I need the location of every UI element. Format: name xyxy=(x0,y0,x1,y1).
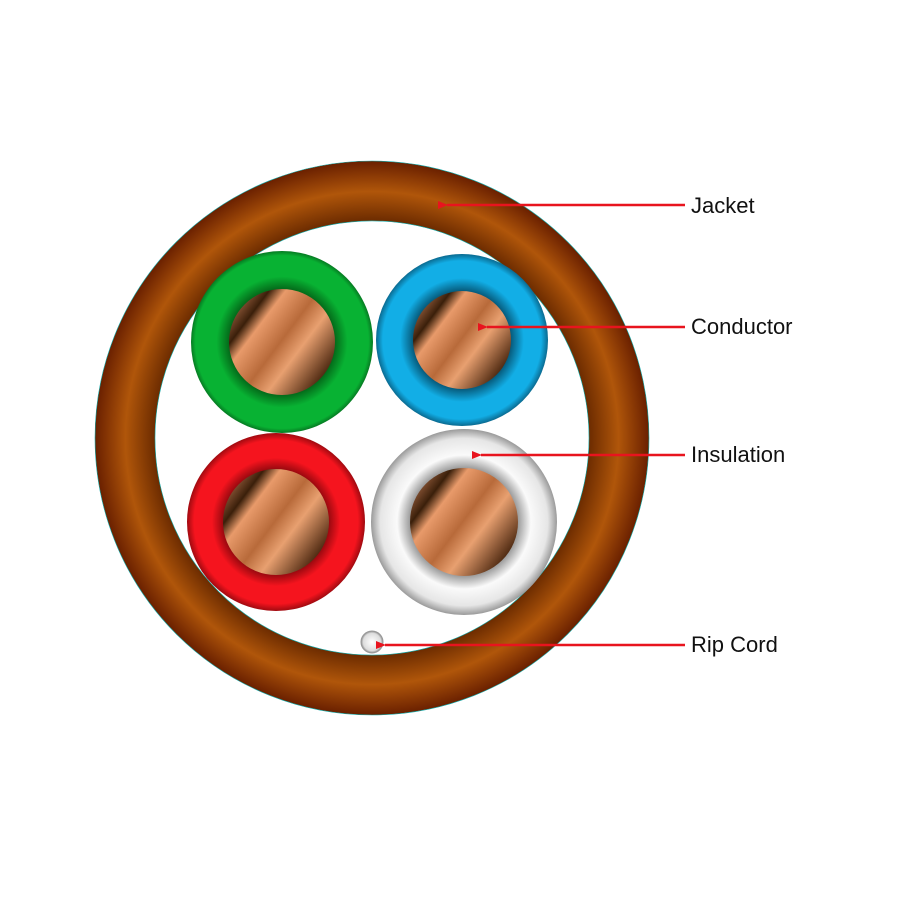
jacket xyxy=(94,160,650,716)
conductor-white xyxy=(410,468,518,576)
rip-cord xyxy=(360,630,384,654)
conductor-red xyxy=(223,469,329,575)
conductor-blue xyxy=(413,291,511,389)
jacket-label: Jacket xyxy=(691,193,755,218)
conductor-label: Conductor xyxy=(691,314,793,339)
wire-blue xyxy=(376,254,548,426)
rip-cord-label: Rip Cord xyxy=(691,632,778,657)
wire-white xyxy=(371,429,557,615)
wire-red xyxy=(187,433,365,611)
conductor-green xyxy=(229,289,335,395)
wire-green xyxy=(191,251,373,433)
insulation-label: Insulation xyxy=(691,442,786,467)
